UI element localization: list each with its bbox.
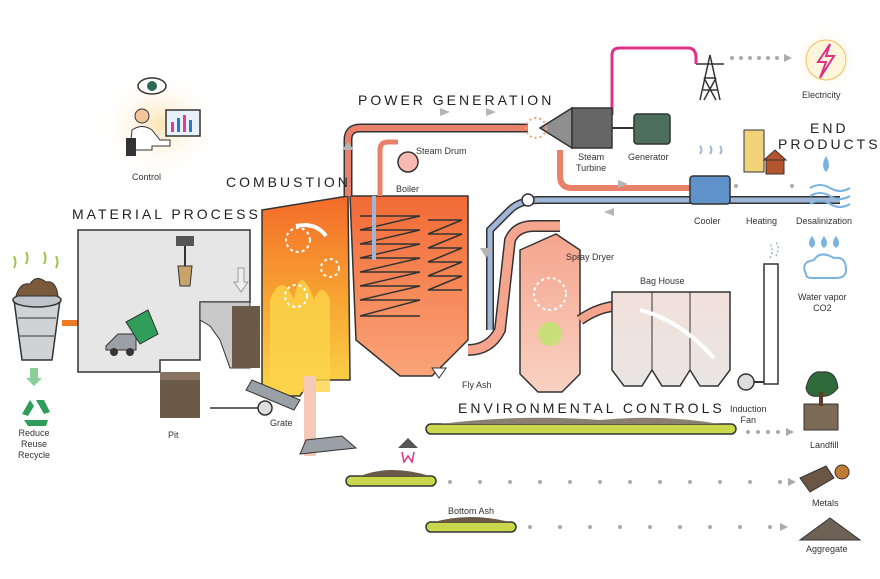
label-control: Control — [132, 172, 162, 182]
label-steam-turbine: Steam Turbine — [576, 152, 607, 173]
label-fly-ash: Fly Ash — [462, 380, 492, 390]
generator — [612, 113, 671, 145]
material-process-building — [77, 229, 251, 373]
induction-fan — [737, 373, 766, 391]
label-pit: Pit — [168, 430, 179, 440]
landfill — [803, 371, 839, 431]
label-bag-house: Bag House — [640, 276, 685, 286]
steam-turbine — [525, 106, 613, 150]
flow-arrows — [342, 108, 628, 258]
flue-duct — [467, 221, 560, 355]
section-material-process: MATERIAL PROCESS — [72, 206, 261, 222]
recycle-icon — [22, 400, 50, 426]
section-combustion: COMBUSTION — [226, 174, 351, 190]
power-line — [610, 46, 698, 115]
label-spray-dryer: Spray Dryer — [566, 252, 615, 262]
steam-pipe — [345, 125, 528, 196]
section-environmental-controls: ENVIRONMENTAL CONTROLS — [458, 400, 725, 416]
label-steam-drum: Steam Drum — [416, 146, 467, 156]
label-heating: Heating — [746, 216, 778, 226]
desalinization — [809, 156, 851, 208]
label-aggregate: Aggregate — [806, 544, 848, 554]
label-metals: Metals — [812, 498, 839, 508]
metals-conveyor — [345, 438, 437, 487]
water-pipe — [487, 197, 840, 330]
label-reduce-reuse-recycle: Reduce Reuse Recycle — [18, 428, 51, 460]
recycle-arrow — [26, 368, 42, 386]
label-induction-fan: Induction Fan — [730, 404, 767, 425]
grate — [210, 379, 301, 416]
bottom-ash-conveyor — [425, 517, 517, 533]
heating-building — [743, 129, 788, 175]
label-boiler: Boiler — [396, 184, 420, 194]
label-bottom-ash: Bottom Ash — [448, 506, 495, 516]
label-landfill: Landfill — [810, 440, 839, 450]
spray-dryer — [519, 233, 581, 393]
control-station — [98, 73, 222, 177]
cooler — [689, 145, 731, 205]
bag-house — [611, 291, 731, 387]
label-grate: Grate — [270, 418, 293, 428]
section-end-products: END PRODUCTS — [778, 120, 880, 152]
electricity-dots — [730, 54, 792, 62]
water-vapor-cloud — [803, 236, 848, 279]
ash-chute — [299, 435, 358, 455]
label-desalinization: Desalinization — [796, 216, 853, 226]
transmission-tower — [696, 54, 724, 101]
label-generator: Generator — [628, 152, 669, 162]
furnace — [261, 195, 351, 456]
label-cooler: Cooler — [694, 216, 721, 226]
waste-can — [12, 251, 62, 361]
label-water-vapor: Water vapor CO2 — [798, 292, 847, 313]
boiler — [349, 151, 469, 379]
pit — [160, 301, 260, 418]
env-conveyor — [425, 417, 737, 435]
section-power-generation: POWER GENERATION — [358, 92, 555, 108]
output-dots — [448, 184, 796, 531]
aggregate — [798, 517, 862, 541]
stack — [763, 241, 779, 385]
label-electricity: Electricity — [802, 90, 841, 100]
metals — [799, 464, 850, 493]
electricity-output — [792, 26, 860, 94]
